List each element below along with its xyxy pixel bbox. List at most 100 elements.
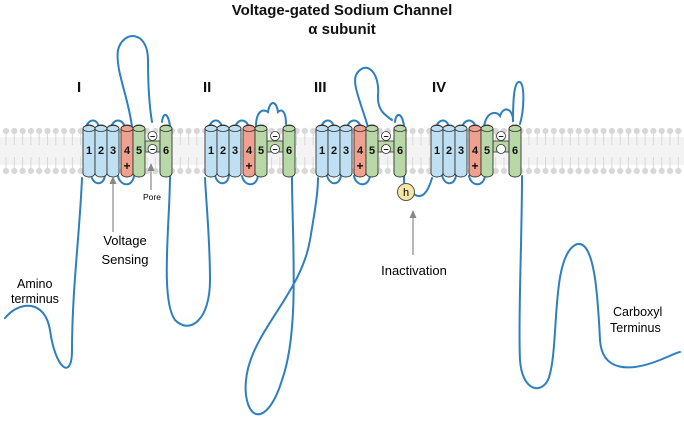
segment-2-cap [94,125,108,132]
segment-5-cap [254,125,268,132]
lipid-head [193,167,200,175]
lipid-head [559,127,566,135]
lipid-head [658,127,665,135]
lipid-head [310,167,317,175]
polypeptide-loop [90,174,106,185]
lipid-head [525,127,533,135]
polypeptide-loop [244,175,319,416]
segment-1-number: 1 [319,145,325,157]
negative-charge: − [150,132,155,142]
segment-1-cap [315,125,329,132]
polypeptide-loop [241,175,259,186]
segment-5-number: 5 [258,145,264,157]
lipid-head [542,167,549,175]
pore-charge-icon [270,131,280,141]
segment-6-cap [508,125,522,132]
inactivation-gate-icon [397,183,415,201]
lipid-head [152,167,159,175]
segment-3-number: 3 [458,145,464,157]
segment-3 [228,124,242,178]
lipid-head [417,167,425,175]
inactivation-arrowhead-icon [409,210,417,218]
lipid-head [592,127,599,135]
segment-4-number: 4 [124,145,131,157]
polypeptide-loop [117,175,135,186]
polypeptide-loop [354,66,393,128]
lipid-head [301,127,308,135]
lipid-head [185,167,192,175]
segment-6 [393,124,407,178]
lipid-head [542,127,549,135]
inactivation-label: Inactivation [381,263,447,278]
lipid-head [567,167,574,175]
lipid-head [409,167,416,175]
lipid-head [19,127,26,135]
segment-5-cap [365,125,379,132]
lipid-head [11,127,18,135]
segment-5-number: 5 [484,145,490,157]
lipid-head [276,167,283,175]
segment-1-cap [430,125,444,132]
lipid-head [633,167,640,175]
lipid-head [19,167,26,175]
polypeptide-loop [483,81,525,128]
negative-charge: − [272,132,277,142]
segment-3-number: 3 [343,145,349,157]
lipid-head [77,167,84,175]
negative-charge: − [383,145,388,155]
voltage-arrowhead-icon [109,176,117,184]
pore-charge-icon [147,144,158,154]
lipid-head [268,167,275,175]
polypeptide-loop [214,174,230,185]
lipid-head [27,127,34,135]
lipid-head [583,167,591,175]
lipid-head [633,127,640,135]
lipid-head [583,127,591,135]
segment-4-number: 4 [246,145,253,157]
positive-charge: + [123,159,130,173]
segment-3-number: 3 [232,145,238,157]
lipid-head [27,167,34,175]
voltage-sensing-label-line2: Sensing [102,252,149,267]
lipid-head [600,167,607,175]
lipid-head [567,127,574,135]
lipid-head [52,127,59,135]
lipid-head [69,127,76,135]
lipid-head [11,167,18,175]
lipid-head [52,167,59,175]
segment-3 [454,124,468,178]
segment-2-cap [442,125,456,132]
lipid-head [61,127,68,135]
segment-5 [254,124,268,178]
segment-1-number: 1 [434,145,440,157]
segment-1-number: 1 [208,145,214,157]
amino-terminus-label-line1: Amino [17,277,52,291]
pore-arrowhead-icon [147,163,155,171]
lipid-head [77,127,84,135]
pore-charge-icon [381,131,391,141]
positive-charge: + [245,159,252,173]
lipid-head [500,167,508,175]
segment-3-cap [339,125,353,132]
segment-6-number: 6 [512,145,518,157]
lipid-head [2,167,10,175]
lipid-head [658,167,665,175]
lipid-head [525,167,533,175]
carboxyl-terminus-label-line2: Terminus [610,321,661,335]
segment-2-cap [216,125,230,132]
diagram-title: Voltage-gated Sodium Channel [231,2,453,19]
lipid-head [625,167,632,175]
segment-5 [480,124,494,178]
polypeptide-loop [468,175,486,186]
lipid-head [550,167,557,175]
lipid-head [301,167,308,175]
segment-4-cap [120,125,134,132]
lipid-head [592,167,599,175]
segment-1-cap [82,125,96,132]
lipid-head [625,127,632,135]
segment-2-number: 2 [446,145,452,157]
